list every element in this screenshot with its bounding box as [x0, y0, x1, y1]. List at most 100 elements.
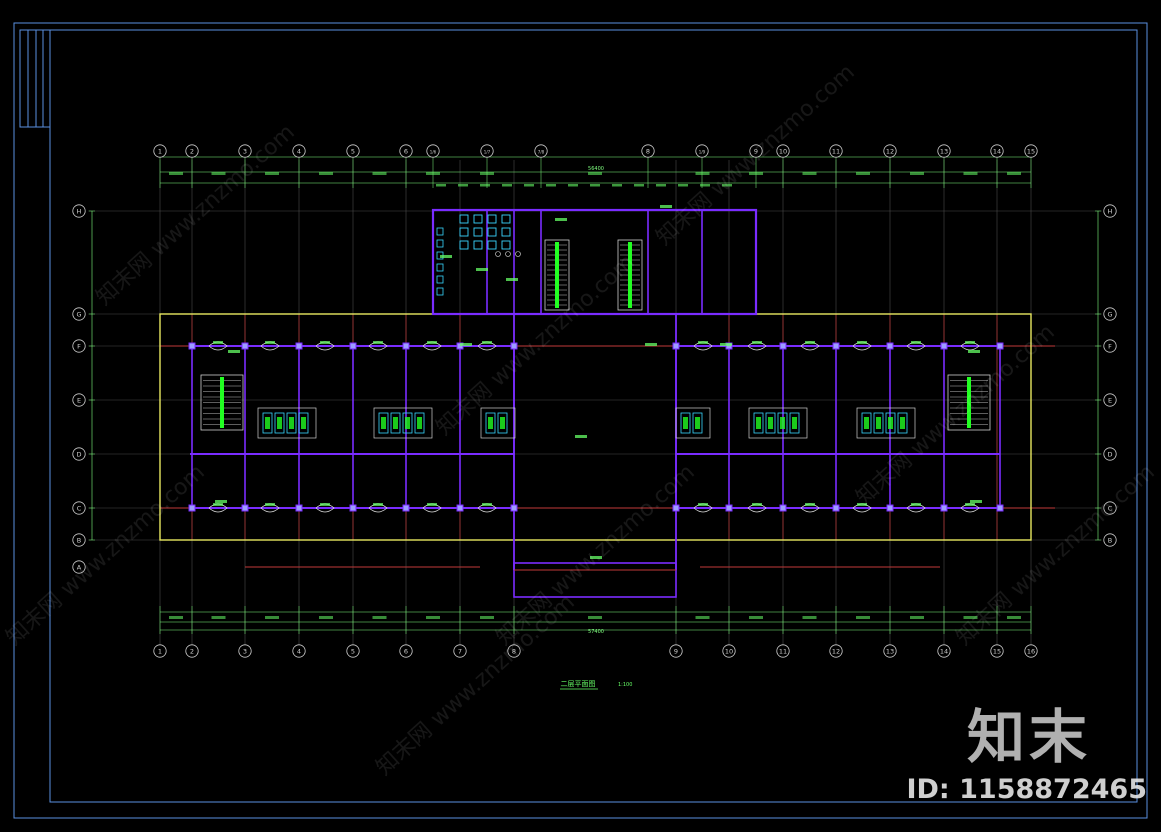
axis-bubble-top: 4: [292, 144, 306, 158]
dimension-text-mark: [612, 184, 622, 187]
axis-bubble-bottom: 9: [669, 644, 683, 658]
axis-bubble-top: 14: [990, 144, 1004, 158]
column: [725, 504, 733, 512]
stair-frame: [617, 239, 643, 311]
axis-bubble-label: 13: [886, 648, 894, 656]
axis-bubble-circle: [534, 144, 548, 158]
axis-bubble-label: 6: [404, 148, 408, 156]
plan-details: [200, 205, 991, 559]
axis-bubble-label: D: [76, 451, 81, 459]
axis-bubble-circle: [1024, 644, 1038, 658]
fixture: [888, 417, 893, 429]
fixture: [864, 417, 869, 429]
column: [940, 342, 948, 350]
toilet-stall: [274, 412, 285, 434]
axis-bubble-label: 3: [243, 148, 247, 156]
axis-bubble-label: 9: [674, 648, 678, 656]
fixture: [393, 417, 398, 429]
fixture: [792, 417, 797, 429]
brand-id: ID: 1158872465: [906, 774, 1147, 805]
axis-bubble-label: 5: [351, 648, 355, 656]
axis-bubble-circle: [883, 144, 897, 158]
dimension-text-mark: [656, 184, 666, 187]
toilet-stall: [390, 412, 401, 434]
axis-bubble-label: F: [77, 343, 81, 351]
washroom-fixture: [459, 227, 469, 237]
axis-bubble-circle: [72, 339, 86, 353]
axis-bubble-label: 15: [993, 648, 1001, 656]
axis-bubble-label: 16: [1027, 648, 1035, 656]
door-label: [265, 503, 275, 506]
room-label-mark: [476, 268, 488, 271]
axis-bubble-label: 1/7: [484, 150, 491, 155]
door: [747, 503, 767, 513]
room-label-mark: [575, 435, 587, 438]
dimension-text-mark: [319, 172, 333, 175]
axis-bubble-circle: [72, 447, 86, 461]
dimension-text-mark: [963, 616, 978, 619]
axis-bubble-label: 15: [1027, 148, 1035, 156]
axis-bubble-label: 12: [886, 148, 894, 156]
axis-bubble-circle: [453, 644, 467, 658]
axis-bubble-right: D: [1103, 447, 1117, 461]
washbasin: [515, 251, 521, 257]
axis-bubble-circle: [399, 144, 413, 158]
axis-bubble-circle: [185, 144, 199, 158]
dimension-text-mark: [910, 172, 924, 175]
axis-bubble-top: 11: [829, 144, 843, 158]
toilet-stall: [777, 412, 788, 434]
door-label: [320, 341, 330, 344]
column: [510, 342, 518, 350]
room-label-mark: [506, 278, 518, 281]
dimension-text-mark: [695, 172, 710, 175]
axis-bubble-label: 8: [646, 148, 650, 156]
axis-bubble-circle: [829, 644, 843, 658]
toilet-stall: [497, 412, 508, 434]
washroom-fixture: [501, 227, 511, 237]
washroom-fixture: [459, 214, 469, 224]
door: [906, 341, 926, 351]
axis-bubble-label: 7/8: [538, 150, 545, 155]
door: [800, 341, 820, 351]
door: [422, 341, 442, 351]
washbasin: [495, 251, 501, 257]
column: [940, 504, 948, 512]
axis-bubble-label: C: [1108, 505, 1113, 513]
room-label-mark: [460, 343, 472, 346]
axis-bubble-top: 6: [399, 144, 413, 158]
axis-bubble-label: B: [1108, 537, 1112, 545]
axis-bubble-bottom: 16: [1024, 644, 1038, 658]
fixture: [768, 417, 773, 429]
stair-frame: [947, 374, 991, 431]
main-stair-left: [544, 239, 570, 311]
toilet-west-3: [480, 407, 516, 439]
dimension-text-mark: [211, 616, 226, 619]
axis-bubble-bottom: 8: [507, 644, 521, 658]
dimension-lines: [89, 153, 1101, 634]
dimension-text-mark: [1007, 616, 1021, 619]
axis-bubble-circle: [292, 644, 306, 658]
axis-bubble-circle: [72, 307, 86, 321]
door-label: [911, 341, 921, 344]
room-label-mark: [440, 255, 452, 258]
stair-handrail: [967, 377, 971, 428]
door-label: [805, 341, 815, 344]
column: [349, 504, 357, 512]
axis-bubble-circle: [776, 144, 790, 158]
toilet-stall: [680, 412, 691, 434]
dimension-text-mark: [480, 184, 490, 187]
door-label: [265, 341, 275, 344]
door-label: [805, 503, 815, 506]
column: [295, 342, 303, 350]
stair-handrail: [555, 242, 559, 308]
axis-bubble-label: 8: [512, 648, 516, 656]
axis-bubble-circle: [722, 644, 736, 658]
axis-bubble-bottom: 14: [937, 644, 951, 658]
axis-bubble-circle: [829, 144, 843, 158]
toilet-east-3: [856, 407, 916, 439]
toilet-stall: [298, 412, 309, 434]
axis-bubble-label: 1/9: [699, 150, 706, 155]
axis-bubble-label: 1/6: [430, 150, 437, 155]
dimension-text-mark: [524, 184, 534, 187]
dimension-text-mark: [265, 172, 279, 175]
